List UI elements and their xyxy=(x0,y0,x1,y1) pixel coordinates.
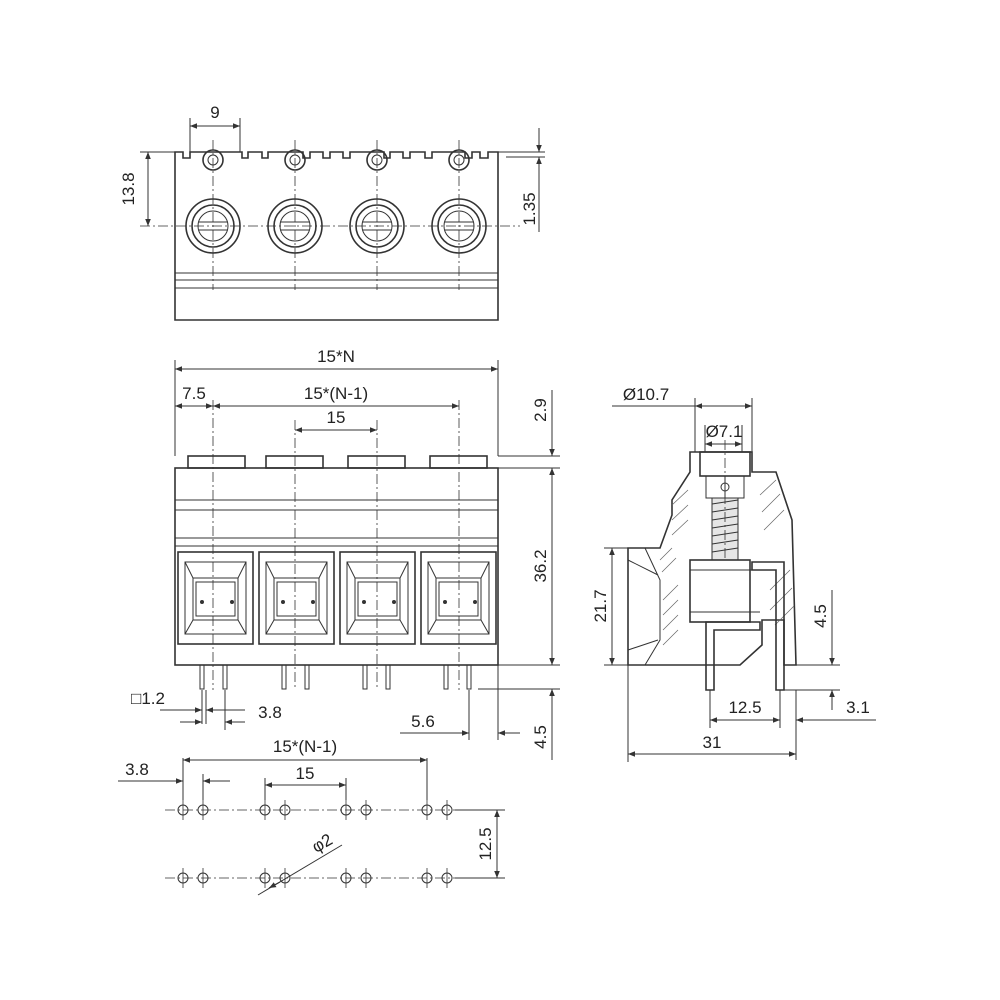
dim-front-pin-offset: 5.6 xyxy=(411,712,435,731)
dim-front-end-offset: 7.5 xyxy=(182,384,206,403)
dim-side-wire-entry-height: 21.7 xyxy=(591,589,610,622)
dim-top-offset: 1.35 xyxy=(520,192,539,225)
dim-front-pin-square: □1.2 xyxy=(131,689,165,708)
dim-front-overall-length: 15*N xyxy=(317,347,355,366)
dim-front-pin-spacing: 3.8 xyxy=(258,703,282,722)
wire-entries xyxy=(177,551,497,645)
dim-top-height: 13.8 xyxy=(119,172,138,205)
dim-side-pin-height: 4.5 xyxy=(811,604,830,628)
dim-front-cap-height: 2.9 xyxy=(531,398,550,422)
dim-pcb-pitch: 15 xyxy=(296,764,315,783)
dim-front-pin-length: 4.5 xyxy=(531,725,550,749)
dim-front-span: 15*(N-1) xyxy=(304,384,368,403)
screw-heads xyxy=(185,149,487,254)
dim-front-body-height: 36.2 xyxy=(531,549,550,582)
dim-pcb-row-spacing: 12.5 xyxy=(476,827,495,860)
dim-side-screw: Ø7.1 xyxy=(706,422,743,441)
dim-front-pitch: 15 xyxy=(327,408,346,427)
dim-side-pin-row-spacing: 12.5 xyxy=(728,698,761,717)
dim-side-pin-edge-offset: 3.1 xyxy=(846,698,870,717)
dim-pcb-span: 15*(N-1) xyxy=(273,737,337,756)
dim-pcb-pin-spacing: 3.8 xyxy=(125,760,149,779)
pins xyxy=(199,664,472,690)
dim-pcb-hole-diameter: φ2 xyxy=(309,830,336,857)
pcb-layout: 3.8 15*(N-1) 15 φ2 12.5 xyxy=(118,737,505,896)
dim-side-depth: 31 xyxy=(703,733,722,752)
screw-thread xyxy=(711,499,739,553)
dim-side-screw-head: Ø10.7 xyxy=(623,385,669,404)
front-view: 15*N 7.5 15*(N-1) 15 2.9 36.2 4.5 □1.2 3… xyxy=(131,347,560,760)
housing-hatch xyxy=(659,479,795,646)
side-view: Ø10.7 Ø7.1 21.7 4.5 12.5 3.1 31 xyxy=(591,385,876,762)
top-view: 9 13.8 1.35 xyxy=(119,103,545,321)
dim-top-pitch-width: 9 xyxy=(210,103,219,122)
